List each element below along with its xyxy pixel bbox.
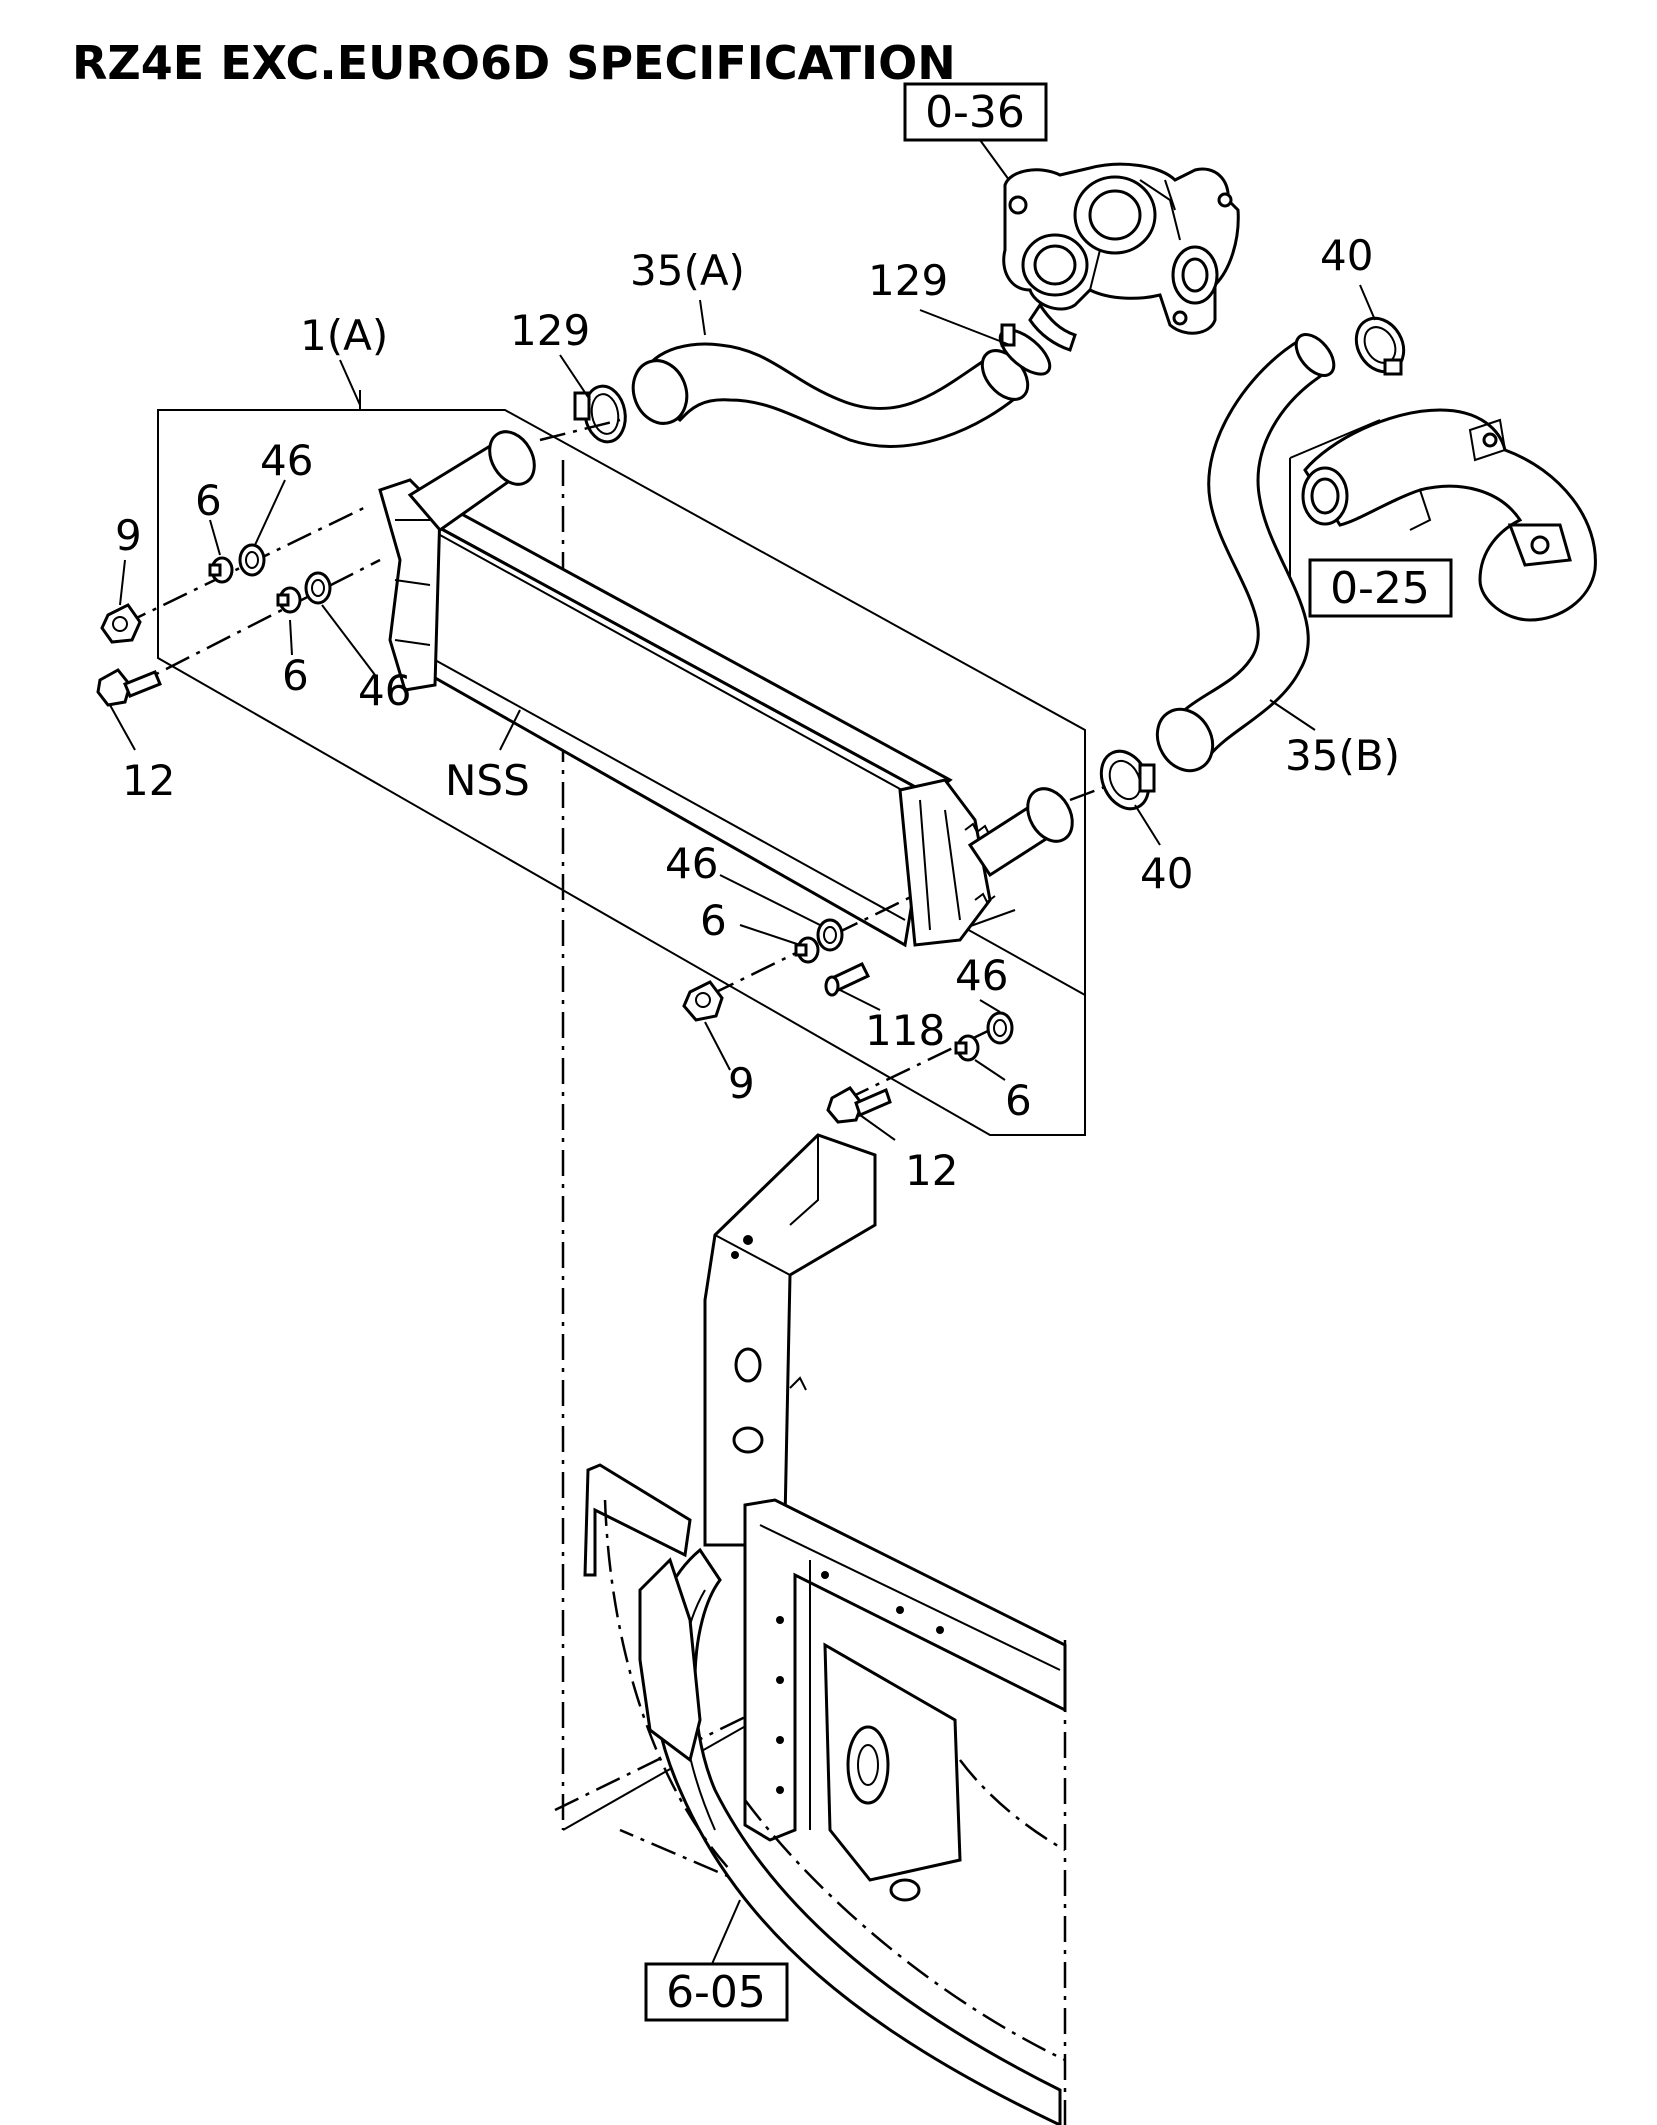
callout-12-left[interactable]: 12 xyxy=(122,756,175,805)
hose-35b[interactable] xyxy=(1146,328,1341,781)
callout-129-right[interactable]: 129 xyxy=(868,256,948,305)
callout-129-left[interactable]: 129 xyxy=(510,306,590,355)
callout-9-right[interactable]: 9 xyxy=(728,1059,755,1108)
grommet-46-bottom-right[interactable] xyxy=(986,1011,1014,1045)
clamp-40-top[interactable] xyxy=(1347,310,1413,380)
callout-40-top[interactable]: 40 xyxy=(1320,231,1373,280)
grommet-46-mid-right[interactable] xyxy=(816,918,844,952)
callout-1a[interactable]: 1(A) xyxy=(300,311,388,360)
bolt-12-left[interactable] xyxy=(96,668,162,707)
bolt-12-right[interactable] xyxy=(826,1086,892,1124)
washer-6-mid-left[interactable] xyxy=(276,586,302,614)
nut-9-left[interactable] xyxy=(100,603,142,644)
clamp-129-right[interactable] xyxy=(993,322,1057,382)
ref-box-0-25[interactable]: 0-25 xyxy=(1308,558,1453,618)
ref-label-6-05: 6-05 xyxy=(666,1967,766,2018)
callout-118[interactable]: 118 xyxy=(865,1006,945,1055)
callout-6-bottom-right[interactable]: 6 xyxy=(1005,1076,1032,1125)
grommet-46-top-left[interactable] xyxy=(238,543,266,577)
callout-46-mid-left[interactable]: 46 xyxy=(358,666,411,715)
callout-35a[interactable]: 35(A) xyxy=(630,246,745,295)
callout-12-right[interactable]: 12 xyxy=(905,1146,958,1195)
page-title: RZ4E EXC.EURO6D SPECIFICATION xyxy=(72,36,956,90)
callout-46-bottom-right[interactable]: 46 xyxy=(955,951,1008,1000)
intake-pipe xyxy=(1289,408,1597,622)
clamp-129-left[interactable] xyxy=(573,383,630,445)
callout-35b[interactable]: 35(B) xyxy=(1285,731,1400,780)
callout-6-mid-right[interactable]: 6 xyxy=(700,896,727,945)
callout-9-left[interactable]: 9 xyxy=(115,511,142,560)
washer-6-bottom-right[interactable] xyxy=(954,1034,980,1062)
ref-label-0-25: 0-25 xyxy=(1330,563,1430,614)
washer-6-top-left[interactable] xyxy=(208,556,234,584)
vehicle-frame xyxy=(583,1133,1067,2125)
callouts: 1(A) 35(A) 129 129 40 35(B) 40 46 6 9 6 … xyxy=(109,231,1400,1195)
ref-box-0-36[interactable]: 0-36 xyxy=(903,82,1048,142)
callout-46-mid-right[interactable]: 46 xyxy=(665,839,718,888)
callout-46-top-left[interactable]: 46 xyxy=(260,436,313,485)
hose-35a[interactable] xyxy=(625,342,1037,448)
callout-40-bottom[interactable]: 40 xyxy=(1140,849,1193,898)
turbocharger xyxy=(979,139,1240,352)
intercooler[interactable] xyxy=(378,424,1081,948)
callout-6-mid-left[interactable]: 6 xyxy=(282,651,309,700)
callout-6-top-left[interactable]: 6 xyxy=(195,476,222,525)
ref-label-0-36: 0-36 xyxy=(925,87,1025,138)
callout-nss[interactable]: NSS xyxy=(445,756,530,805)
ref-box-6-05[interactable]: 6-05 xyxy=(644,1962,789,2022)
stud-118[interactable] xyxy=(824,962,871,997)
clamp-40-bottom[interactable] xyxy=(1092,744,1157,817)
nut-9-right[interactable] xyxy=(682,980,724,1022)
washer-6-mid-right[interactable] xyxy=(794,936,820,964)
grommet-46-mid-left[interactable] xyxy=(304,571,332,605)
